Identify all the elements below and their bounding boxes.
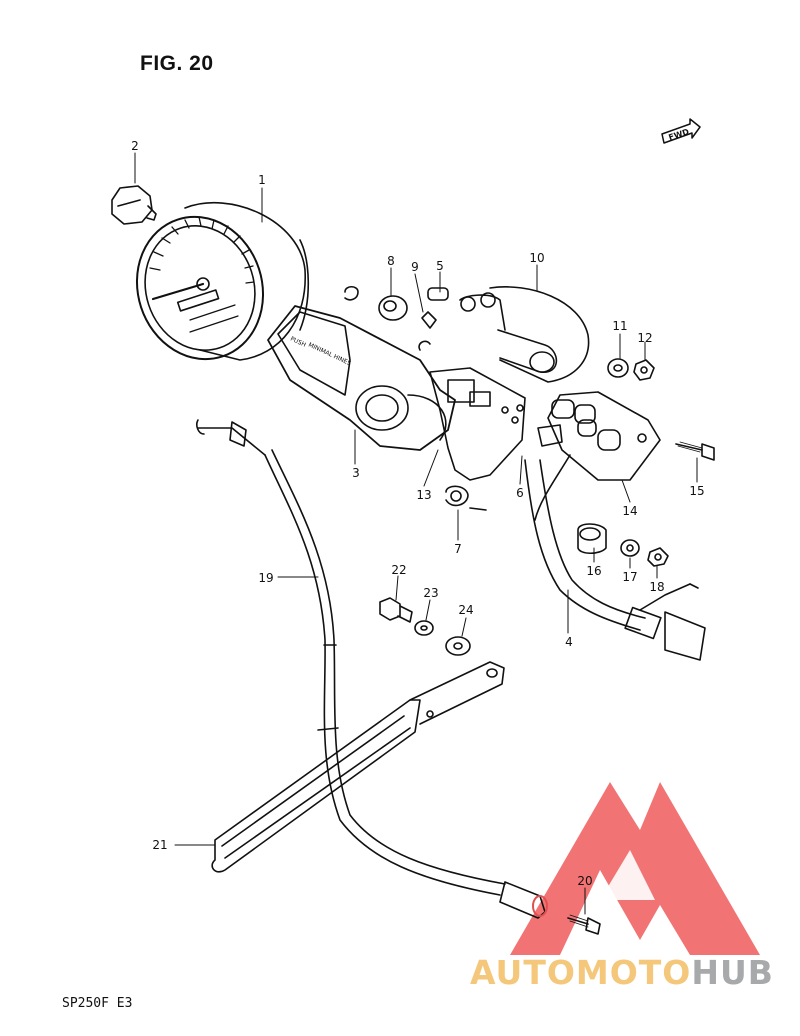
callout-21: 21 [152,838,167,852]
callout-9: 9 [411,260,419,274]
meter-housing: PUSH MINIMAL HINES [267,305,456,451]
grommet-washer-nut [577,523,669,567]
callout-6: 6 [516,486,524,500]
housing-label-line2: MINIMAL HINES [307,341,352,367]
callout-3: 3 [352,466,360,480]
callout-numbers: 1 2 3 4 5 6 7 8 9 10 11 12 13 14 15 16 1… [131,139,704,888]
model-code: SP250F E3 [62,996,133,1011]
callout-4: 4 [565,635,573,649]
washer-nut-parts [607,358,655,381]
callout-15: 15 [689,484,704,498]
callout-1: 1 [258,173,266,187]
brand-part-1: AUTOMOTO [470,953,692,992]
meter-back-cover [459,286,590,383]
callout-7: 7 [454,542,462,556]
fwd-label: FWD [667,127,690,142]
callout-14: 14 [622,504,637,518]
callout-12: 12 [637,331,652,345]
callout-leaders [134,152,698,915]
watermark-brand-text: AUTOMOTOHUB [470,953,774,992]
housing-label-line1: PUSH [289,335,307,348]
watermark-logo [510,782,760,955]
callout-8: 8 [387,254,395,268]
meter-bracket [429,367,526,511]
callout-23: 23 [423,586,438,600]
callout-13: 13 [416,488,431,502]
wiring-harness [524,454,706,661]
callout-10: 10 [529,251,544,265]
cable-bracket [211,661,505,873]
callout-20: 20 [577,874,592,888]
callout-5: 5 [436,259,444,273]
callout-22: 22 [391,563,406,577]
screw-part-15 [675,441,715,461]
bolt-washer-parts [379,597,471,656]
fwd-arrow-icon: FWD [661,118,701,144]
brand-part-2: HUB [691,953,774,992]
screw-part-20 [567,914,601,935]
callout-18: 18 [649,580,664,594]
indicator-panel [537,391,661,481]
small-bulb-parts [344,285,449,351]
figure-title: FIG. 20 [140,52,214,75]
lamp-socket-part [111,185,157,225]
callout-17: 17 [622,570,637,584]
callout-24: 24 [458,603,473,617]
callout-11: 11 [612,319,627,333]
callout-19: 19 [258,571,273,585]
callout-16: 16 [586,564,601,578]
speedometer-cable [196,419,548,919]
callout-2: 2 [131,139,139,153]
speedometer-gauge [135,201,310,361]
